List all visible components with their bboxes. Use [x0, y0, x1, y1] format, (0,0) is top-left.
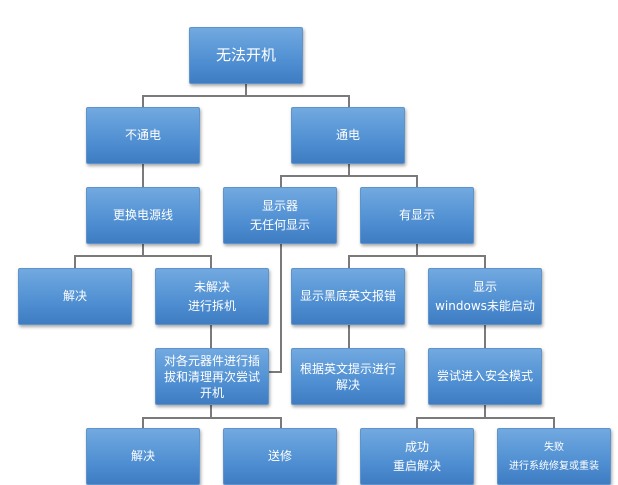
node-reseat-components: 对各元器件进行插拔和清理再次尝试开机: [155, 348, 269, 405]
node-no-display: 显示器无任何显示: [223, 187, 337, 244]
node-power: 通电: [291, 107, 405, 164]
connector: [553, 417, 555, 428]
connector: [484, 405, 486, 418]
node-label: 更换电源线: [112, 208, 173, 222]
connector: [280, 175, 418, 177]
connector: [142, 95, 144, 107]
node-solved-2: 解决: [86, 428, 200, 485]
connector: [142, 164, 144, 187]
node-label: 成功: [404, 439, 429, 454]
node-label: 显示黑底英文报错: [299, 289, 396, 303]
node-windows-fail: 显示 windows未能启动: [428, 268, 542, 325]
connector: [348, 325, 350, 348]
connector: [348, 95, 350, 107]
connector: [416, 417, 418, 428]
connector: [142, 417, 144, 428]
node-repair: 送修: [223, 428, 337, 485]
node-label: 送修: [267, 449, 292, 463]
node-label: windows未能启动: [435, 298, 535, 313]
node-label: 显示器: [261, 198, 298, 213]
connector: [416, 244, 418, 256]
connector: [143, 95, 350, 97]
node-black-screen-error: 显示黑底英文报错: [291, 268, 405, 325]
node-cannot-boot: 无法开机: [189, 27, 303, 84]
connector: [348, 255, 486, 257]
node-label: 解决: [62, 289, 87, 303]
node-safe-mode: 尝试进入安全模式: [428, 348, 542, 405]
connector: [416, 175, 418, 187]
node-fail: 失败进行系统修复或重装: [497, 428, 611, 485]
connector: [74, 255, 76, 268]
node-follow-hint: 根据英文提示进行解决: [291, 348, 405, 405]
node-label: 失败: [544, 441, 564, 453]
connector: [280, 175, 282, 187]
node-label: 通电: [335, 128, 360, 142]
node-label: 无任何显示: [249, 217, 310, 232]
node-label: 不通电: [124, 128, 161, 142]
connector: [280, 244, 282, 373]
connector: [74, 255, 212, 257]
node-unsolved: 未解决进行拆机: [155, 268, 269, 325]
node-label: 解决: [130, 449, 155, 463]
node-label: 尝试进入安全模式: [436, 369, 533, 383]
node-label: 有显示: [398, 208, 435, 222]
connector: [210, 255, 212, 268]
node-label: 根据英文提示进行解决: [299, 361, 396, 392]
node-label: 对各元器件进行插拔和清理再次尝试开机: [163, 353, 260, 400]
node-label: 进行拆机: [187, 298, 236, 313]
node-has-display: 有显示: [360, 187, 474, 244]
connector: [245, 84, 247, 96]
node-label: 进行系统修复或重装: [509, 460, 599, 472]
connector: [210, 405, 212, 418]
connector: [484, 325, 486, 348]
connector: [268, 371, 282, 373]
node-replace-cable: 更换电源线: [86, 187, 200, 244]
connector: [210, 325, 212, 348]
connector: [348, 255, 350, 268]
node-label: 显示: [472, 279, 497, 294]
connector: [484, 255, 486, 268]
node-no-power: 不通电: [86, 107, 200, 164]
connector: [416, 417, 554, 419]
node-success: 成功重启解决: [360, 428, 474, 485]
connector: [142, 417, 282, 419]
node-label: 无法开机: [215, 46, 276, 64]
node-label: 重启解决: [392, 458, 441, 473]
node-label: 未解决: [193, 279, 230, 294]
node-solved-1: 解决: [18, 268, 132, 325]
connector: [348, 164, 350, 176]
connector: [280, 417, 282, 428]
connector: [142, 244, 144, 256]
